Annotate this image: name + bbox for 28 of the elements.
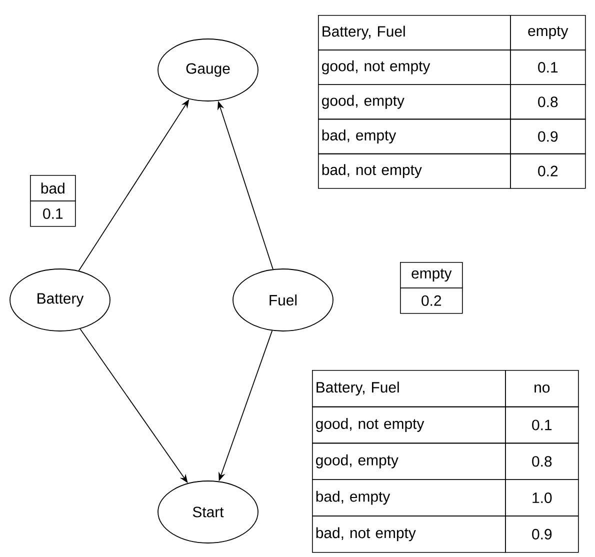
ellipse-node: Gauge [158,38,258,102]
table-cell: 0.8 [505,442,579,480]
table-cell: 0.9 [505,516,579,553]
table-cell: 0.1 [30,200,76,227]
table-cell: 0.1 [510,50,586,85]
table-cell: 1.0 [505,479,579,516]
table-cell: good, empty [312,442,506,480]
table-cell: 0.9 [510,118,586,154]
table-cell: good, empty [318,84,511,120]
table-cell: bad [30,175,76,202]
table-cell: bad, not empty [312,516,506,553]
table-cell: no [505,370,579,408]
ellipse-node: Battery [10,268,110,332]
table-cell: Battery, Fuel [312,370,506,408]
table-cell: bad, not empty [318,153,511,189]
table-cell: good, not empty [318,50,511,85]
table-cell: 0.2 [400,288,463,314]
table-cell: empty [510,15,586,50]
table-cell: 0.2 [510,153,586,189]
table-cell: bad, empty [312,479,506,516]
table-cell: 0.8 [510,84,586,120]
table-cell: bad, empty [318,118,511,154]
table-cell: empty [400,262,463,288]
ellipse-node: Fuel [232,268,334,332]
table-cell: good, not empty [312,406,506,444]
table-cell: 0.1 [505,406,579,444]
table-cell: Battery, Fuel [318,15,511,50]
ellipse-node: Start [158,480,258,544]
